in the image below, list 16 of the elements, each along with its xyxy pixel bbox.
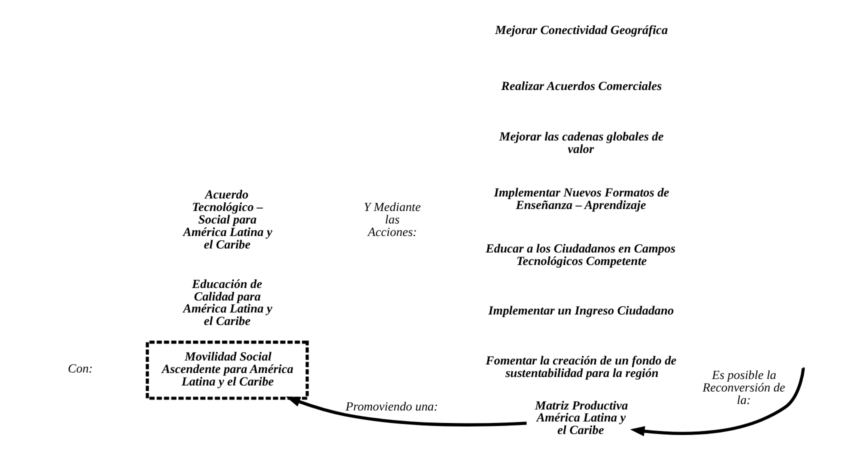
node-text: Acuerdo Tecnológico – Social para América Latina y el Caribe [183, 187, 272, 251]
node-text: Matriz Productiva América Latina y el Caribe [535, 398, 628, 437]
node-text: Educación de Calidad para América Latina y el Caribe [183, 276, 272, 328]
node-text: Mejorar Conectividad Geográfica [495, 22, 668, 37]
node-text: Mejorar las cadenas globales de valor [499, 128, 664, 156]
arrow [286, 396, 527, 426]
edge-label: Promoviendo una: [346, 398, 438, 413]
node-text: Y Mediante las Acciones: [364, 199, 421, 238]
edge-label: Es posible la Reconversión de la: [702, 368, 786, 407]
node-text: Implementar un Ingreso Ciudadano [488, 302, 674, 317]
node-text: Implementar Nuevos Formatos de Enseñanza – Aprendizaje [494, 184, 670, 212]
node-text: Realizar Acuerdos Comerciales [501, 78, 662, 93]
node-text: Con: [68, 360, 93, 375]
node-box: Movilidad Social Ascendente para América Latina y el Caribe [146, 340, 309, 400]
node-text: Fomentar la creación de un fondo de sustentabilidad para la región [486, 353, 676, 380]
node-text: Educar a los Ciudadanos en Campos Tecnológicos Competente [486, 241, 676, 268]
